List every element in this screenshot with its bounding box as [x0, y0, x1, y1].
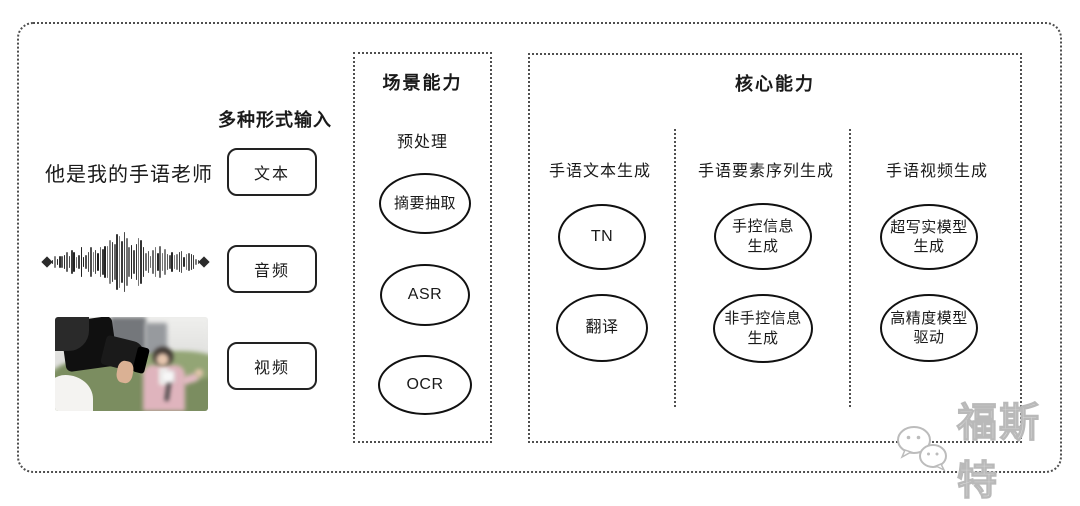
video-thumbnail-reporter-photo	[55, 317, 208, 411]
watermark-text: 福斯特	[956, 400, 1041, 503]
core-box-title: 核心能力	[735, 74, 815, 94]
audio-waveform	[41, 222, 210, 302]
node-tn: TN	[558, 204, 646, 270]
waveform-bar	[59, 255, 61, 269]
waveform-bar	[159, 246, 161, 278]
waveform-bar	[114, 244, 116, 280]
waveform-bar	[169, 254, 171, 270]
waveform-bar	[63, 254, 66, 270]
input-node-video-label: 视频	[253, 360, 290, 377]
waveform-bar	[51, 260, 54, 264]
waveform-bar	[147, 250, 150, 274]
sample-sentence: 他是我的手语老师	[45, 164, 213, 186]
waveform-bar	[185, 253, 188, 271]
waveform-bar	[188, 252, 190, 272]
scene-box-title: 场景能力	[382, 73, 463, 93]
waveform-bar	[135, 243, 138, 281]
input-node-audio: 音频	[227, 245, 317, 293]
waveform-bar	[140, 240, 142, 284]
waveform-bar	[145, 252, 147, 272]
waveform-bar	[152, 249, 154, 275]
waveform-bar	[104, 246, 106, 278]
waveform-end-diamond	[198, 256, 210, 268]
core-capability-box: 核心能力 手语文本生成 手语要素序列生成 手语视频生成 TN 翻译 手控信息 生…	[528, 53, 1022, 443]
waveform-bar	[80, 246, 83, 278]
waveform-bar	[161, 252, 164, 272]
column-divider	[674, 129, 676, 407]
node-hyperrealistic-model-generation: 超写实模型 生成	[880, 204, 978, 270]
watermark: 福斯特	[893, 400, 1073, 504]
waveform-bar	[190, 254, 193, 270]
node-ocr: OCR	[378, 355, 472, 415]
node-summary-extraction: 摘要抽取	[379, 173, 471, 234]
waveform-bar	[121, 240, 123, 284]
waveform-bar	[99, 247, 102, 277]
waveform-bar	[118, 236, 121, 288]
waveform-bar	[90, 246, 92, 278]
waveform-bar	[128, 247, 130, 277]
waveform-bar	[173, 254, 176, 270]
waveform-bar	[137, 237, 140, 287]
node-manual-info-generation: 手控信息 生成	[714, 203, 812, 270]
waveform-bar	[154, 246, 157, 278]
waveform-bar	[85, 254, 87, 270]
waveform-bar	[75, 256, 78, 268]
column-divider	[849, 129, 851, 407]
waveform-bar	[78, 254, 80, 270]
waveform-bar	[171, 252, 173, 272]
waveform-bar	[164, 249, 166, 275]
waveform-bar	[126, 237, 128, 287]
column-header-video-generation: 手语视频生成	[885, 163, 988, 180]
waveform-bar	[66, 252, 68, 272]
waveform-bar	[61, 256, 63, 268]
diagram-frame	[17, 22, 1062, 473]
node-high-precision-model-driving: 高精度模型 驱动	[880, 294, 978, 362]
column-header-text-generation: 手语文本生成	[548, 163, 651, 180]
waveform-start-diamond	[41, 256, 53, 268]
waveform-bar	[73, 251, 75, 273]
waveform-bar	[68, 255, 71, 269]
input-node-video: 视频	[227, 342, 317, 390]
waveform-bar	[54, 255, 56, 269]
waveform-bar	[178, 251, 181, 273]
waveform-bar	[195, 258, 197, 266]
waveform-bar	[183, 256, 185, 268]
wechat-icon	[897, 426, 947, 472]
waveform-bar	[166, 254, 169, 270]
waveform-bar	[56, 259, 59, 265]
preprocess-label: 预处理	[396, 134, 448, 151]
waveform-bar	[123, 232, 126, 292]
node-translation: 翻译	[556, 294, 648, 362]
column-header-element-sequence-generation: 手语要素序列生成	[697, 163, 834, 180]
waveform-bar	[97, 253, 99, 271]
waveform-bar	[157, 252, 159, 272]
waveform-bar	[87, 252, 90, 272]
node-asr: ASR	[380, 264, 470, 326]
photo-microphone-flag	[161, 370, 175, 383]
waveform-bar	[149, 255, 152, 269]
waveform-bar	[130, 245, 133, 279]
waveform-bar	[180, 250, 183, 274]
waveform-bar	[176, 254, 178, 270]
waveform-bar	[92, 252, 95, 272]
input-section-label: 多种形式输入	[218, 110, 332, 130]
input-node-audio-label: 音频	[253, 263, 290, 280]
waveform-bar	[142, 247, 145, 277]
photo-reporter-face	[156, 353, 169, 366]
waveform-bar	[94, 249, 97, 275]
scene-capability-box: 场景能力 预处理 摘要抽取 ASR OCR	[353, 52, 492, 443]
waveform-bar	[109, 240, 111, 284]
waveform-bar	[133, 249, 135, 275]
waveform-bar	[116, 233, 118, 291]
waveform-bar	[82, 256, 85, 268]
photo-reporter-hand	[195, 369, 203, 377]
waveform-bar	[102, 248, 104, 276]
waveform-bar	[106, 246, 109, 278]
node-non-manual-info-generation: 非手控信息 生成	[713, 294, 813, 363]
waveform-bar	[192, 254, 195, 270]
input-node-text: 文本	[227, 148, 317, 196]
waveform-bar	[111, 242, 114, 282]
input-node-text-label: 文本	[253, 166, 290, 183]
waveform-bar	[71, 249, 73, 275]
